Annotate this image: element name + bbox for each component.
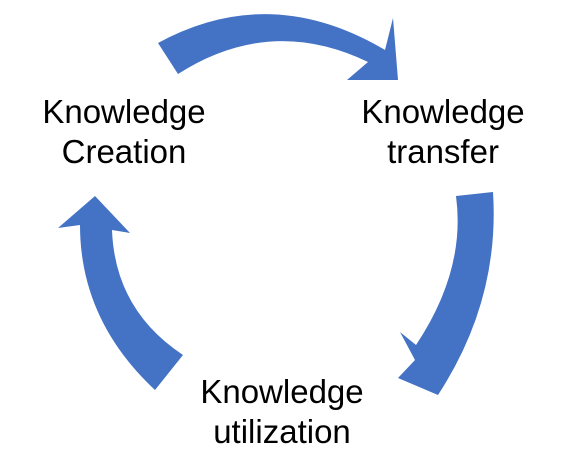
arrow-transfer-to-utilization bbox=[398, 192, 494, 395]
node-knowledge-utilization: Knowledge utilization bbox=[182, 372, 382, 452]
node-knowledge-transfer: Knowledge transfer bbox=[340, 92, 546, 172]
arrow-creation-to-transfer bbox=[158, 14, 398, 81]
node-knowledge-transfer-line-1: Knowledge bbox=[361, 93, 525, 130]
node-knowledge-creation-line-2: Creation bbox=[61, 133, 187, 170]
arrow-utilization-to-creation bbox=[58, 196, 183, 390]
node-knowledge-utilization-line-1: Knowledge bbox=[200, 373, 364, 410]
node-knowledge-transfer-line-2: transfer bbox=[387, 133, 499, 170]
node-knowledge-creation: Knowledge Creation bbox=[24, 92, 224, 172]
node-knowledge-utilization-line-2: utilization bbox=[213, 413, 351, 450]
node-knowledge-creation-line-1: Knowledge bbox=[42, 93, 206, 130]
